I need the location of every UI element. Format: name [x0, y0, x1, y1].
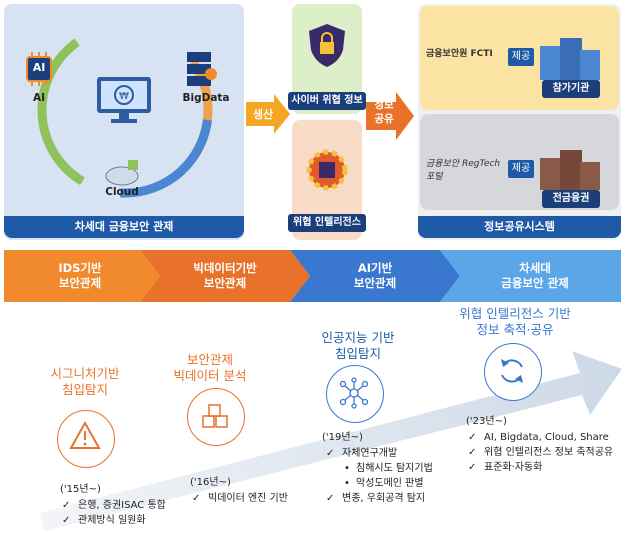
refresh-icon: [496, 355, 528, 387]
stage-1-shape: [4, 250, 160, 302]
stage-3-label: AI기반 보안관제: [353, 261, 397, 290]
timeline-4-title: 위협 인텔리전스 기반 정보 축적·공유: [459, 306, 571, 337]
cyber-threat-label: 사이버 위협 정보: [288, 92, 366, 110]
ai-label: AI: [32, 92, 46, 104]
shield-lock-icon: [307, 22, 347, 68]
cloud-icon: [104, 158, 140, 186]
produce-label: 생산: [252, 108, 274, 121]
timeline-2-title: 보안관제 빅데이터 분석: [173, 352, 247, 383]
timeline-3-title: 인공지능 기반 침입탐지: [321, 330, 395, 361]
cloud-label: Cloud: [105, 186, 139, 198]
gear-chip-icon: [303, 146, 351, 194]
building-blue-icon: [538, 36, 602, 80]
timeline-3-circle: [326, 365, 384, 423]
stage-4-label: 차세대 금융보안 관제: [501, 261, 569, 290]
timeline-1-list: 은행, 증권ISAC 통합 관제방식 일원화: [62, 498, 166, 528]
stage-1-label: IDS기반 보안관제: [58, 261, 102, 290]
monitor-icon: ₩: [95, 75, 153, 125]
stage-2-shape: [140, 250, 310, 302]
stage-band: [4, 250, 621, 302]
timeline-2-year: ('16년~): [190, 477, 231, 488]
building-brown-icon: [538, 146, 602, 190]
produce-arrow: [246, 94, 290, 134]
ring-diagram: [37, 22, 213, 198]
fcti-logo: 금융보안원 FCTI: [426, 49, 493, 59]
info-sharing-caption: 정보공유시스템: [418, 216, 621, 238]
list-item: 위협 인텔리전스 정보 축적공유: [468, 445, 613, 460]
share-label: 정보 공유: [374, 99, 394, 125]
timeline-4-year: ('23년~): [466, 416, 507, 427]
list-item: 변종, 우회공격 탐지: [326, 491, 433, 506]
sub-list-item: 악성도메인 판별: [326, 476, 433, 491]
timeline-4-list: AI, Bigdata, Cloud, Share 위협 인텔리전스 정보 축적…: [468, 430, 613, 475]
list-item: AI, Bigdata, Cloud, Share: [468, 430, 613, 445]
timeline-2-list: 빅데이터 엔진 기반: [192, 491, 288, 506]
participant-label: 참가기관: [542, 80, 600, 98]
svg-text:₩: ₩: [119, 91, 129, 102]
share-arrow: [366, 92, 414, 140]
list-item: 관제방식 일원화: [62, 513, 166, 528]
threat-intel-label: 위협 인텔리전스: [288, 214, 366, 232]
progress-arrow: [40, 351, 622, 531]
network-icon: [338, 377, 370, 409]
bigdata-icon: [185, 50, 217, 90]
list-item: 빅데이터 엔진 기반: [192, 491, 288, 506]
stage-4-shape: [440, 250, 621, 302]
regtech-logo: 금융보안 RegTech 포털: [426, 159, 501, 182]
timeline-3-year: ('19년~): [322, 432, 363, 443]
timeline-1-title: 시그니처기반 침입탐지: [50, 366, 120, 397]
stage-3-shape: [290, 250, 460, 302]
list-item: 은행, 증권ISAC 통합: [62, 498, 166, 513]
timeline-3-list: 자체연구개발 침해시도 탐지기법 악성도메인 판별 변종, 우회공격 탐지: [326, 446, 433, 506]
provide-2: 제공: [508, 160, 534, 178]
ai-chip-icon: AI: [22, 52, 56, 86]
provide-1: 제공: [508, 48, 534, 66]
bigdata-label: BigData: [182, 92, 230, 104]
warning-icon: [69, 420, 101, 452]
ai-chip-text: AI: [32, 61, 46, 74]
timeline-1-year: ('15년~): [60, 484, 101, 495]
list-item: 자체연구개발: [326, 446, 433, 461]
timeline-4-circle: [484, 343, 542, 401]
stage-2-label: 빅데이터기반 보안관제: [193, 261, 257, 290]
next-gen-caption: 차세대 금융보안 관제: [4, 216, 244, 238]
list-item: 표준화·자동화: [468, 460, 613, 475]
fin-area-label: 전금융권: [542, 190, 600, 208]
sub-list-item: 침해시도 탐지기법: [326, 461, 433, 476]
cubes-icon: [199, 400, 231, 432]
